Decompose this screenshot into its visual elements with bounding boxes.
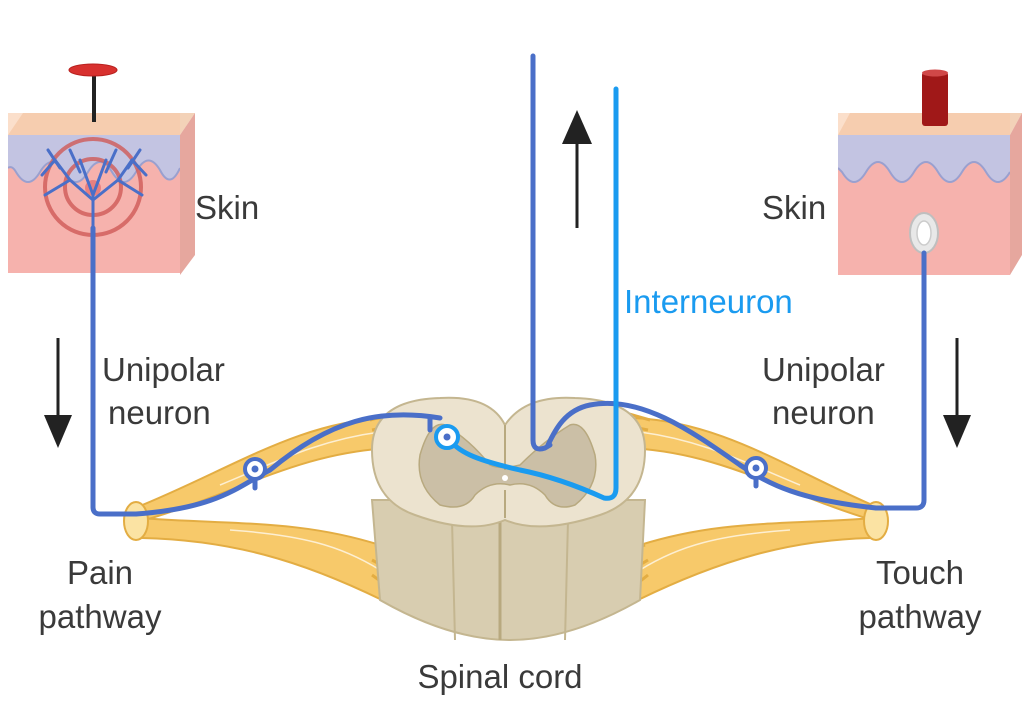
touch-stimulus-icon — [922, 72, 948, 126]
interneuron — [445, 86, 619, 501]
skin-label-left: Skin — [195, 189, 260, 226]
arrow-down-icon — [44, 338, 72, 448]
arrow-up-icon — [562, 110, 592, 228]
skin-label-right: Skin — [762, 189, 827, 226]
unipolar-label-right-line1: Unipolar — [762, 351, 885, 388]
left-skin-block — [8, 63, 195, 275]
spinal-cord — [370, 396, 647, 642]
touch-label-line1: Touch — [875, 554, 965, 591]
touch-label-line2: pathway — [858, 598, 982, 635]
right-skin-block — [838, 69, 1022, 275]
interneuron-label: Interneuron — [624, 283, 793, 320]
pain-stimulus-icon — [68, 63, 118, 77]
pain-label-line1: Pain — [66, 554, 134, 591]
pain-label-line2: pathway — [38, 598, 162, 635]
unipolar-label-right-line2: neuron — [772, 394, 875, 431]
free-nerve-endings — [40, 148, 148, 232]
ascending-tract — [530, 53, 553, 452]
unipolar-label-left-line1: Unipolar — [102, 351, 225, 388]
arrow-down-icon — [943, 338, 971, 448]
left-nerve-end — [123, 501, 149, 541]
spinal-cord-label: Spinal cord — [417, 658, 583, 695]
right-nerve-end — [863, 501, 889, 541]
unipolar-label-left-line2: neuron — [108, 394, 211, 431]
left-ventral-root — [136, 516, 384, 602]
right-ventral-root — [636, 516, 878, 602]
